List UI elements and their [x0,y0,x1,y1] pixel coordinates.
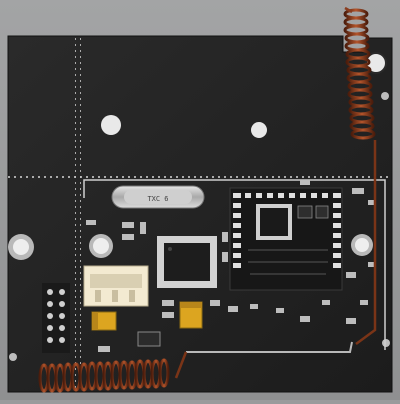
ground-pad [8,234,34,260]
pin-header [42,283,70,353]
rf-module [229,187,343,291]
ground-pad [351,234,373,256]
crystal-marking: TXC 6 [147,195,168,203]
helical-antenna-vertical [343,6,377,346]
wire-connector [83,265,149,307]
mounting-hole [101,115,121,135]
ground-pad [89,234,113,258]
helical-antenna-horizontal [38,351,188,393]
via-hole [381,92,389,100]
tantalum-capacitor [91,311,117,331]
mounting-hole [251,122,267,138]
smd-components [86,180,376,352]
antenna-trace [186,341,353,353]
mounting-hole [365,52,387,74]
tantalum-capacitor [179,301,203,329]
microcontroller-chip [157,236,217,288]
silkscreen-horizontal-line [8,172,392,178]
crystal-oscillator: TXC 6 [111,185,205,209]
silkscreen-outline [83,179,386,350]
via-hole [382,339,390,347]
via-hole [9,353,17,361]
silkscreen-vertical-line [75,38,81,388]
